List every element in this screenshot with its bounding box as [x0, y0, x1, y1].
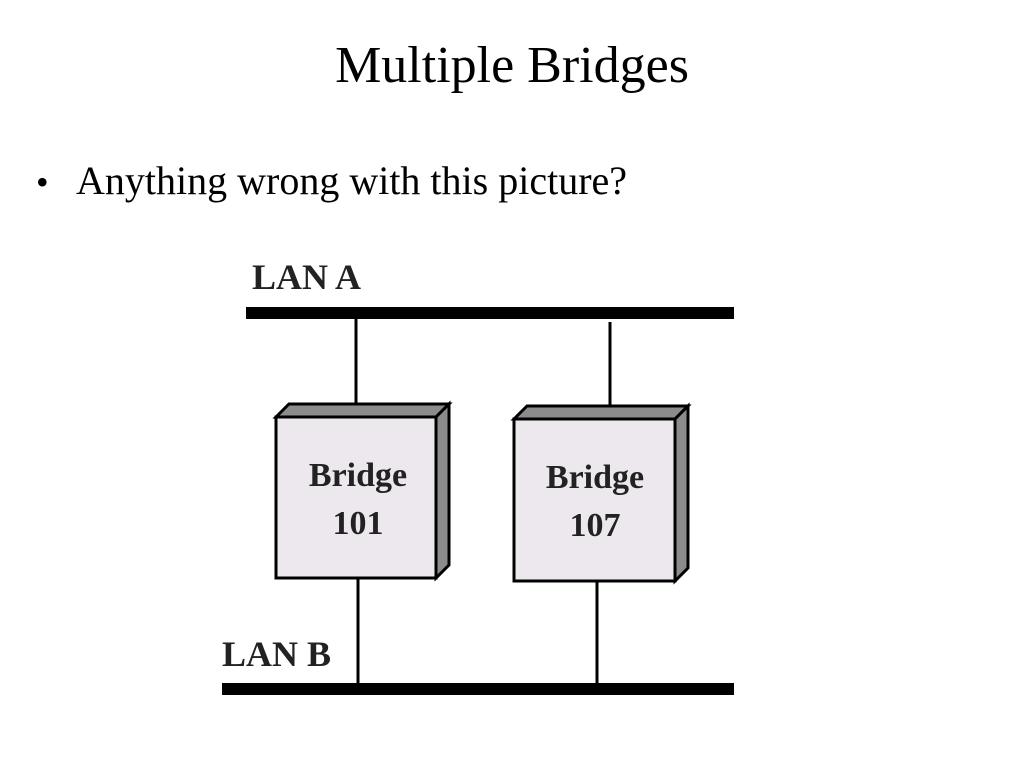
bridge-107-label-line1: Bridge — [546, 459, 644, 496]
bridge-107-top-face — [510, 404, 692, 421]
bridge-101-label-line1: Bridge — [309, 457, 407, 494]
bridge-101-front-face — [274, 415, 438, 580]
slide-title: Multiple Bridges — [335, 37, 689, 94]
bridge-101-box: Bridge 101 — [272, 400, 453, 582]
bridge-107-side-face — [673, 402, 690, 585]
bridge-101-top-face — [272, 402, 453, 419]
bridge-101-label-line2: 101 — [333, 505, 384, 542]
lan-b-label: LAN B — [222, 634, 331, 674]
bridge-107-label-line2: 107 — [570, 507, 621, 544]
bullet-marker: • — [36, 162, 49, 202]
bullet-list: • Anything wrong with this picture? — [36, 156, 627, 207]
bridge-107-front-face — [512, 417, 677, 583]
lan-a-label: LAN A — [252, 257, 361, 297]
bridge-101-side-face — [434, 400, 451, 582]
bullet-item: • Anything wrong with this picture? — [36, 156, 627, 207]
bullet-text: Anything wrong with this picture? — [76, 158, 628, 203]
bridge-107-box: Bridge 107 — [510, 402, 692, 585]
